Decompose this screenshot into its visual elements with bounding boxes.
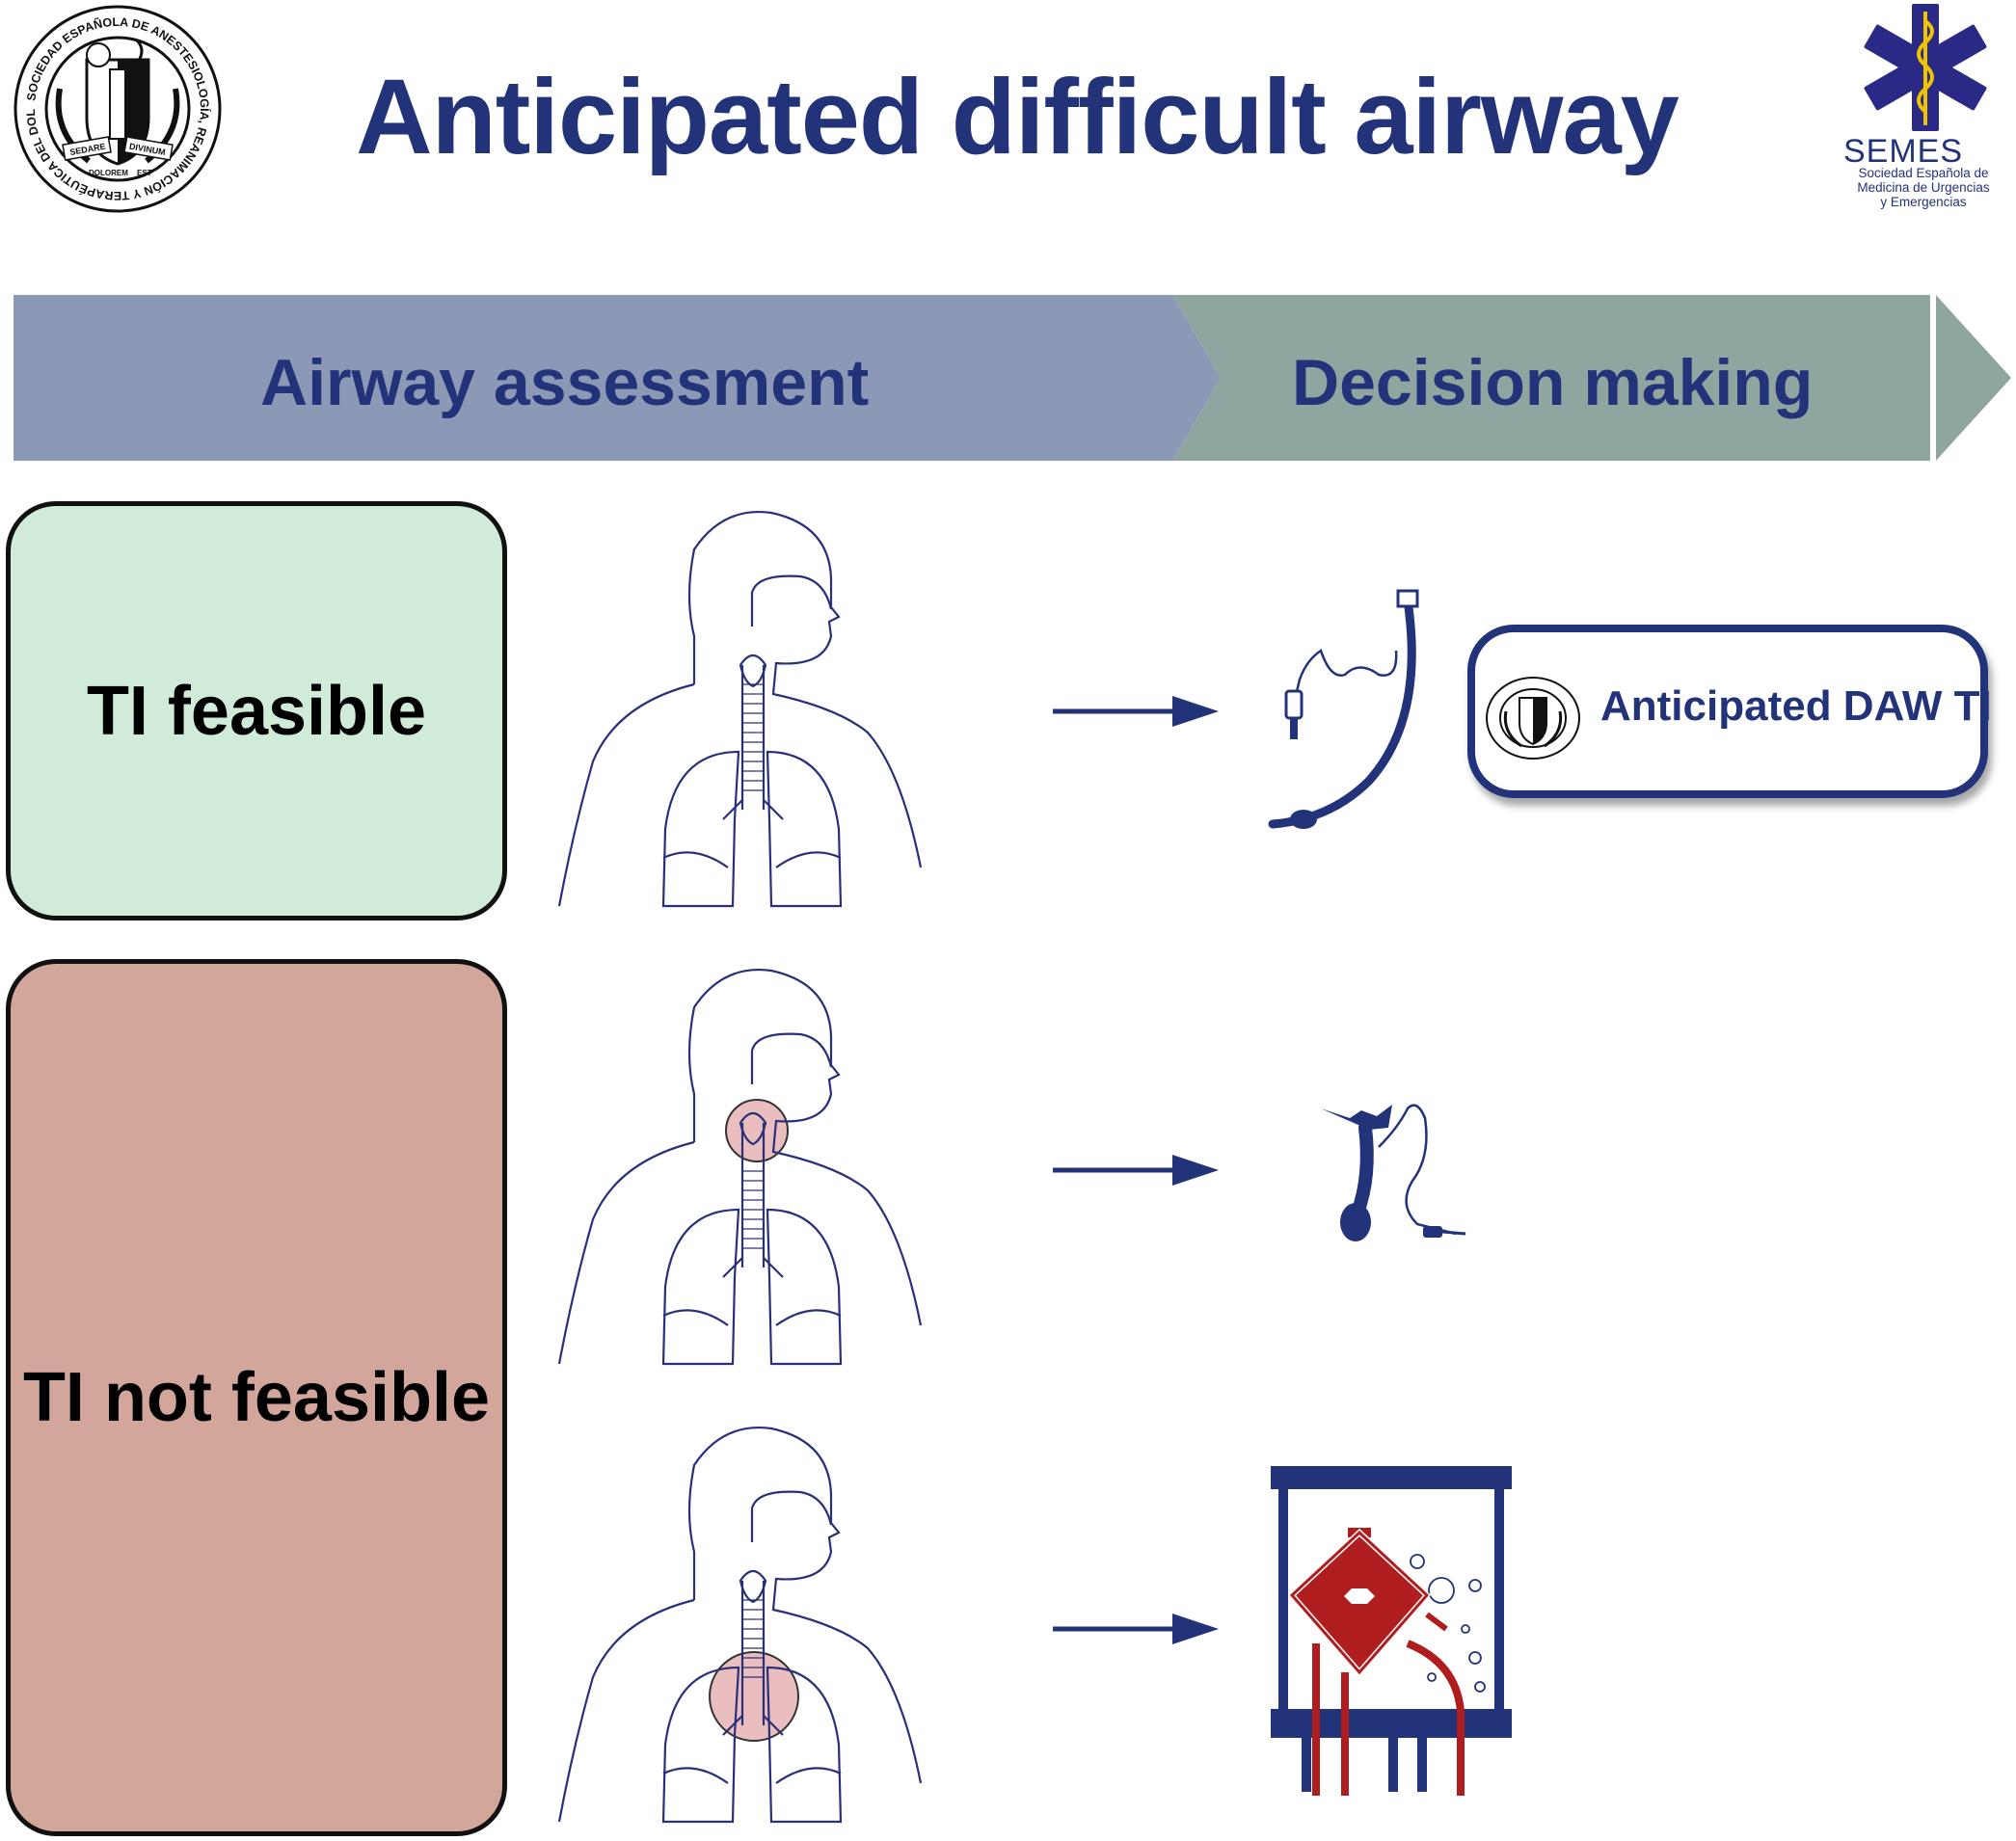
- ti-not-feasible-label: TI not feasible: [22, 1359, 491, 1436]
- semes-logo-line1: Sociedad Española de: [1858, 166, 1989, 180]
- anatomy-figure-lower-airway-icon: [557, 1427, 923, 1824]
- arrow-right-icon: [1053, 696, 1219, 727]
- process-banner: [13, 295, 2011, 461]
- semes-star-of-life-icon: [1864, 4, 1987, 131]
- banner-stage-assessment: [13, 295, 1221, 461]
- banner-stage-decision: [1172, 295, 1930, 461]
- banner-label-decision: Decision making: [1292, 346, 1814, 419]
- anticipated-daw-ti-box: Anticipated DAW TI: [1467, 625, 1992, 798]
- tracheostomy-tube-icon: [1321, 1104, 1466, 1241]
- endotracheal-tube-icon: [1268, 589, 1419, 829]
- sedar-seal-small-icon: [1486, 677, 1580, 760]
- anatomy-figure-icon: [557, 511, 923, 908]
- semes-logo-name: SEMES: [1843, 133, 1964, 170]
- sedar-seal-icon: SOCIEDAD ESPAÑOLA DE ANESTESIOLOGÍA, REA…: [12, 2, 222, 213]
- anticipated-daw-ti-label: Anticipated DAW TI: [1600, 682, 1992, 730]
- semes-logo-line2: Medicina de Urgencias: [1857, 180, 1990, 195]
- anatomy-figure-upper-airway-icon: [557, 969, 923, 1366]
- page-title: Anticipated difficult airway: [356, 58, 1680, 176]
- seal-motto-bottom-right: EST: [137, 169, 152, 177]
- seal-motto-bottom-left: DOLOREM: [89, 169, 128, 177]
- ecmo-oxygenator-icon: [1271, 1466, 1512, 1796]
- banner-arrow-tip: [1936, 295, 2011, 461]
- ti-feasible-label: TI feasible: [86, 672, 427, 750]
- arrow-right-icon: [1053, 1614, 1219, 1644]
- arrow-right-icon: [1053, 1155, 1219, 1186]
- ti-not-feasible-box: TI not feasible: [6, 959, 507, 1836]
- banner-label-assessment: Airway assessment: [260, 346, 870, 419]
- ti-feasible-box: TI feasible: [6, 501, 507, 920]
- semes-logo-line3: y Emergencias: [1880, 195, 1967, 209]
